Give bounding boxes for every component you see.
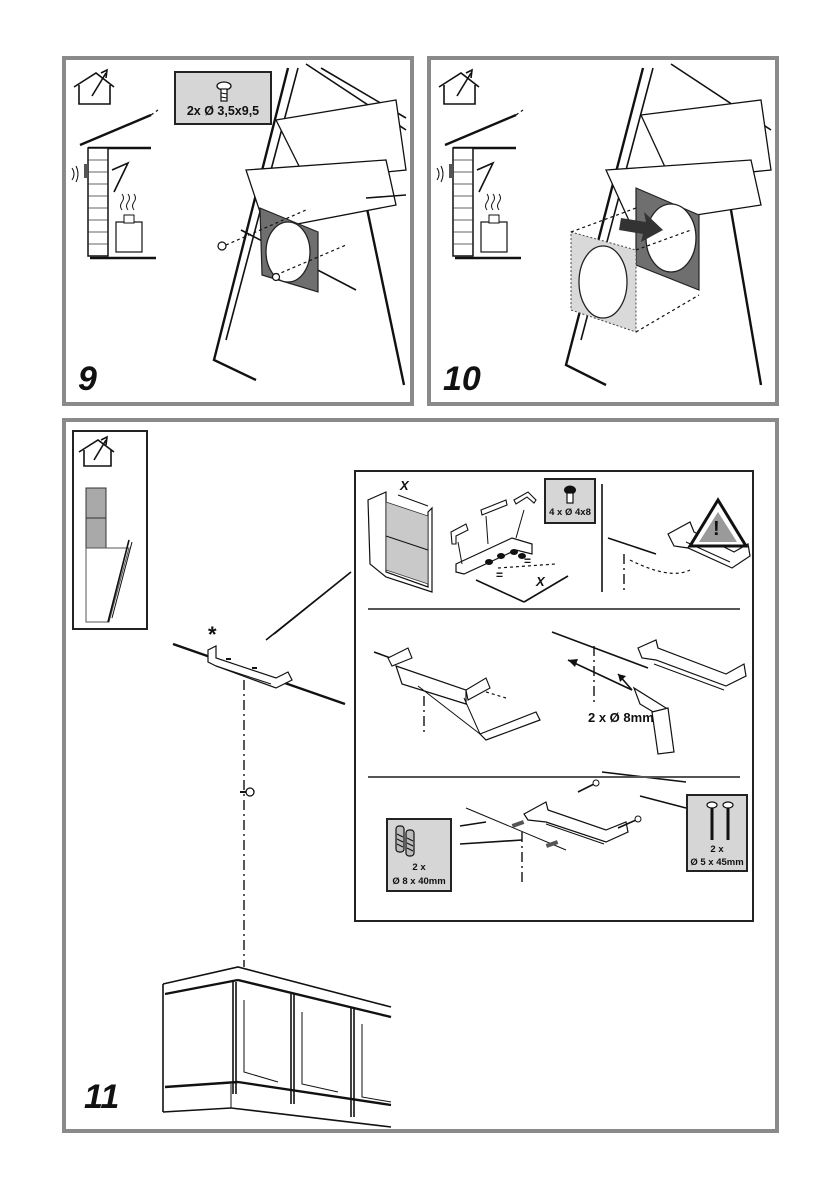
chimney-hood-diagram [78, 435, 133, 623]
duct-adapter [570, 207, 700, 333]
reference-marker: * [208, 622, 217, 647]
step-9-panel: 2x Ø 3,5x9,5 9 [62, 56, 414, 406]
step-number: 9 [78, 360, 97, 398]
duct-flange [635, 187, 700, 291]
screw-part-icon [217, 241, 227, 251]
dimension-label-bottom: X [536, 574, 545, 589]
wall-bracket [637, 639, 747, 691]
bracket-with-pencil [373, 647, 541, 741]
hardware-callout-small-screws: 4 x Ø 4x8 [544, 478, 596, 524]
step-number: 10 [443, 360, 481, 398]
kitchen-cabinets [162, 966, 392, 1128]
screw-icon [564, 485, 576, 504]
chimney-section [367, 491, 433, 593]
bracket-fixing [459, 771, 687, 884]
hardware-label: 4 x Ø 4x8 [549, 507, 591, 518]
equal-mark: = [496, 568, 504, 582]
house-vent-out-icon [78, 435, 115, 467]
step-10-illustration [436, 63, 772, 387]
detail-illustration [367, 484, 751, 884]
wall-scene [436, 109, 524, 260]
equal-mark: = [524, 554, 532, 568]
screw-icon [216, 81, 232, 102]
house-vent-out-icon [73, 68, 115, 105]
step-number: 11 [84, 1078, 120, 1116]
step-11-panel: * 11 [62, 418, 779, 1133]
wall-scene [71, 109, 159, 260]
screw-size: Ø 5 x 45mm [690, 857, 744, 868]
plug-size: Ø 8 x 40mm [392, 876, 446, 887]
push-arrow-icon [619, 212, 663, 242]
wall-plug-icon [395, 825, 415, 857]
bracket-assembly [450, 491, 569, 603]
callout-pointer [265, 571, 352, 641]
section-divider [368, 608, 740, 610]
drill-size-label: 2 x Ø 8mm [588, 710, 654, 725]
warning-glyph: ! [713, 518, 720, 540]
drill-icon [551, 631, 675, 755]
screw-part-icon [240, 787, 255, 797]
step-10-panel: 10 [427, 56, 779, 406]
house-vent-out-icon [438, 68, 480, 105]
wood-screw-icon [706, 801, 734, 840]
wall-bracket [207, 645, 293, 689]
section-divider [368, 776, 740, 778]
step-11-illustration [162, 571, 392, 1128]
hardware-callout-wood-screws: 2 x Ø 5 x 45mm [686, 794, 748, 872]
warning-triangle-icon [687, 497, 749, 548]
installation-type-box [72, 430, 148, 630]
plug-qty: 2 x [412, 862, 426, 873]
step-9-illustration [71, 63, 407, 386]
hardware-callout-wall-plugs: 2 x Ø 8 x 40mm [386, 818, 452, 892]
detail-callout-box: X X = = 4 x Ø 4x8 ! 2 x Ø 8mm 2 x Ø 8 x … [354, 470, 754, 922]
hood-body [212, 63, 407, 386]
hardware-callout-screws: 2x Ø 3,5x9,5 [174, 71, 272, 125]
screw-qty: 2 x [710, 844, 724, 855]
hardware-label: 2x Ø 3,5x9,5 [186, 104, 260, 118]
dimension-label-top: X [400, 478, 409, 493]
duct-flange [217, 207, 347, 293]
